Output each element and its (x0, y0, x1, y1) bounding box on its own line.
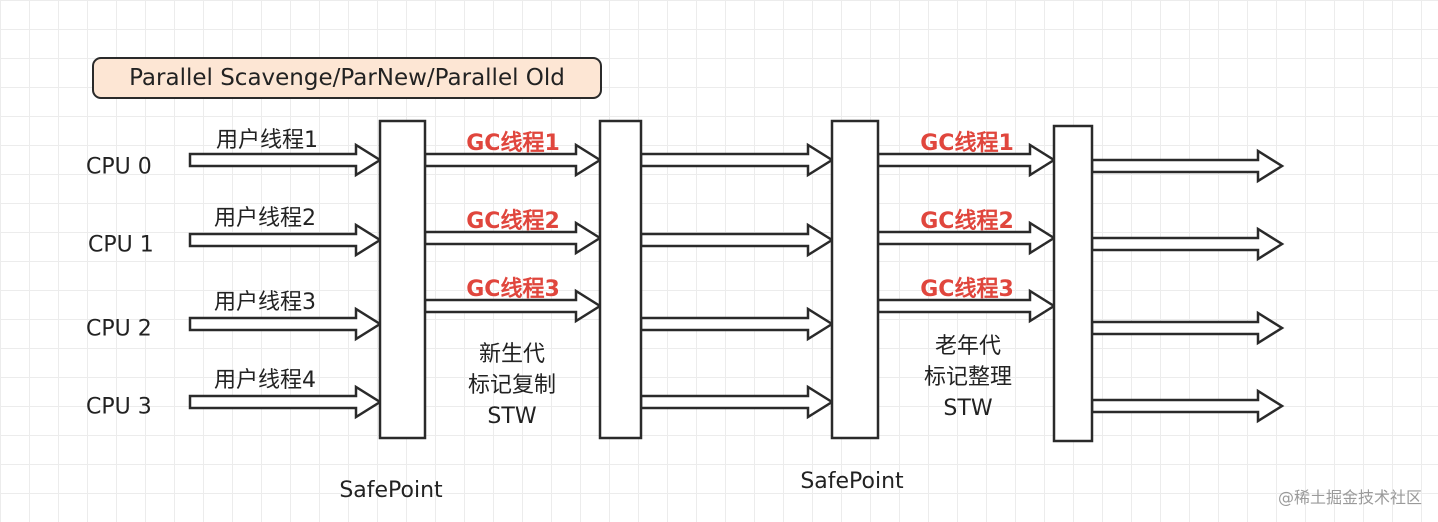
young-gc-thread-label-1: GC线程1 (466, 131, 560, 156)
safepoint-label-1: SafePoint (339, 478, 443, 503)
old-gc-end-barrier (1052, 124, 1094, 443)
user-thread-label-2: 用户线程2 (214, 206, 316, 231)
user-thread-arrow-4 (188, 384, 383, 420)
cpu-label-1: CPU 1 (88, 232, 154, 258)
old-gc-thread-label-1: GC线程1 (920, 131, 1014, 156)
young-gc-thread-label-3: GC线程3 (466, 277, 560, 302)
title-box: Parallel Scavenge/ParNew/Parallel Old (92, 57, 602, 99)
young-phase-label: 新生代 标记复制 STW (468, 339, 556, 432)
user-thread-label-4: 用户线程4 (214, 368, 316, 393)
old-gc-arrow-1 (876, 142, 1057, 178)
safepoint-barrier-1 (378, 119, 427, 440)
final-thread-arrow-1 (1090, 148, 1285, 184)
watermark: @稀土掘金技术社区 (1277, 488, 1422, 507)
old-gc-arrow-2 (876, 220, 1057, 256)
safepoint-label-2: SafePoint (800, 469, 904, 494)
young-gc-thread-label-2: GC线程2 (466, 209, 560, 234)
old-phase-line-3: STW (943, 396, 993, 421)
young-phase-line-2: 标记复制 (467, 373, 557, 398)
final-thread-arrow-2 (1090, 226, 1285, 262)
user-thread-label-1: 用户线程1 (216, 128, 318, 153)
cpu-label-2: CPU 2 (86, 316, 152, 342)
young-gc-arrow-1 (423, 142, 603, 178)
user-thread-arrow-1 (188, 142, 383, 178)
old-phase-label: 老年代 标记整理 STW (924, 331, 1012, 424)
user-thread-arrow-3 (188, 306, 383, 342)
old-phase-line-2: 标记整理 (923, 365, 1013, 390)
old-gc-thread-label-3: GC线程3 (920, 277, 1014, 302)
young-phase-line-3: STW (487, 404, 537, 429)
cpu-label-0: CPU 0 (86, 154, 152, 180)
old-phase-line-1: 老年代 (934, 334, 1002, 359)
resume-thread-arrow-1 (639, 142, 835, 178)
final-thread-arrow-4 (1090, 388, 1285, 424)
final-thread-arrow-3 (1090, 310, 1285, 346)
user-thread-arrow-2 (188, 222, 383, 258)
resume-thread-arrow-3 (639, 306, 835, 342)
young-gc-arrow-3 (423, 288, 603, 324)
old-gc-thread-label-2: GC线程2 (920, 209, 1014, 234)
cpu-label-3: CPU 3 (86, 394, 152, 420)
young-gc-arrow-2 (423, 220, 603, 256)
young-phase-line-1: 新生代 (478, 342, 546, 367)
resume-thread-arrow-2 (639, 222, 835, 258)
title-text: Parallel Scavenge/ParNew/Parallel Old (129, 65, 565, 91)
user-thread-label-3: 用户线程3 (214, 290, 316, 315)
young-gc-end-barrier (598, 119, 643, 440)
old-gc-arrow-3 (876, 288, 1057, 324)
resume-thread-arrow-4 (639, 384, 835, 420)
safepoint-barrier-2 (830, 119, 880, 440)
